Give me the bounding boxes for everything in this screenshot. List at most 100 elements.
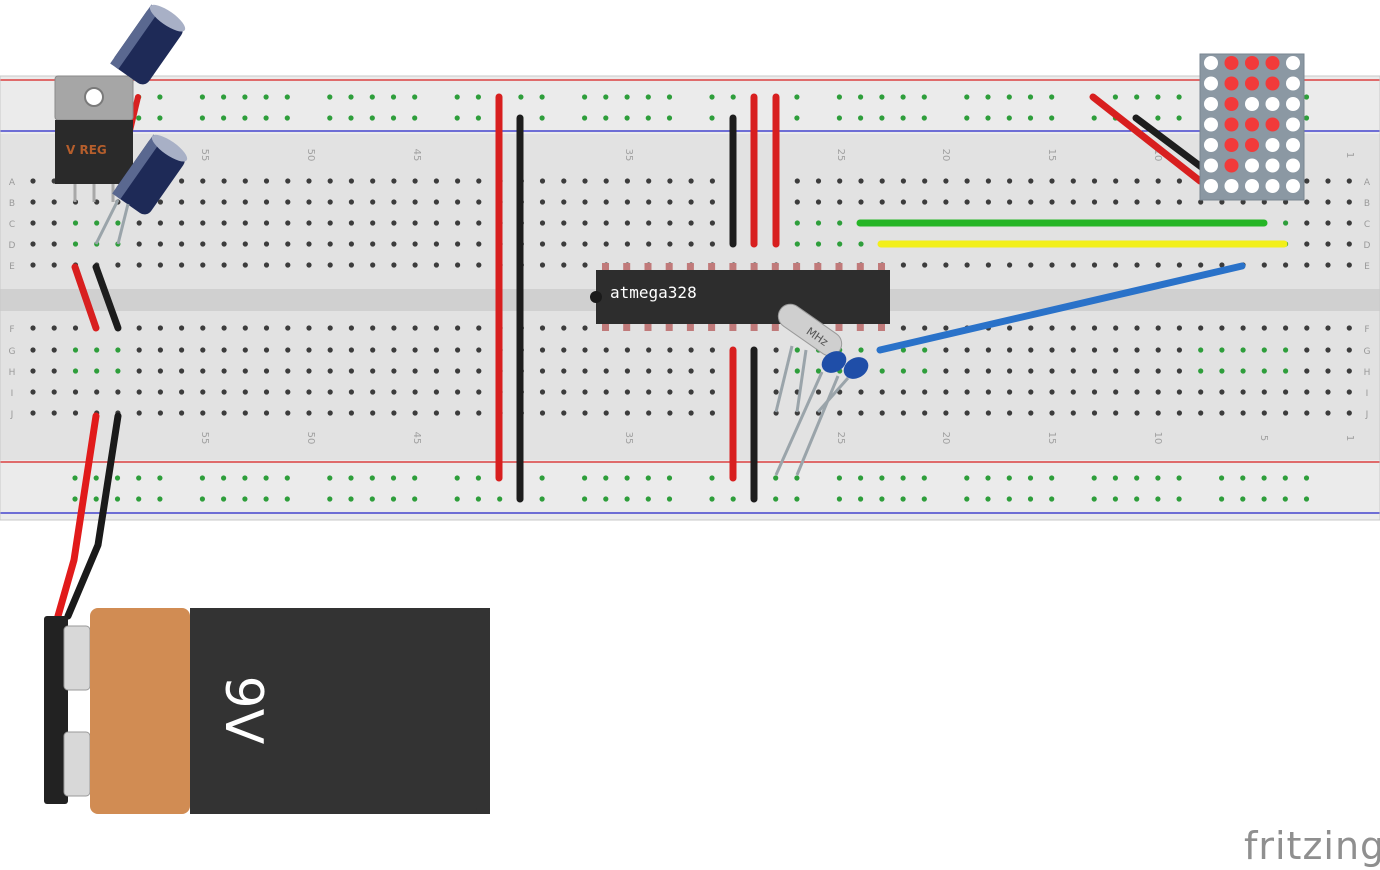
- rail-hole: [1282, 496, 1288, 502]
- breadboard-hole: [1198, 368, 1204, 374]
- breadboard-hole: [285, 389, 291, 395]
- breadboard-hole: [1198, 262, 1204, 268]
- breadboard-hole: [1346, 199, 1352, 205]
- breadboard-hole: [1091, 389, 1098, 395]
- rail-hole: [1282, 475, 1288, 481]
- breadboard-hole: [157, 199, 163, 205]
- breadboard-hole: [561, 241, 567, 247]
- column-number: 50: [305, 149, 316, 162]
- capacitor-top-body: [113, 7, 183, 85]
- breadboard-hole: [1240, 410, 1246, 416]
- breadboard-hole: [179, 410, 185, 416]
- column-number: 10: [1152, 149, 1163, 162]
- rail-hole: [199, 475, 205, 481]
- battery-body-cap: [476, 608, 490, 814]
- rail-hole: [900, 94, 906, 100]
- rail-hole: [475, 475, 481, 481]
- rail-hole: [1112, 475, 1118, 481]
- rail-hole: [1049, 94, 1055, 100]
- rail-hole: [157, 475, 163, 481]
- breadboard-hole: [263, 325, 270, 331]
- rail-hole: [369, 94, 375, 100]
- breadboard-hole: [794, 199, 800, 205]
- breadboard-hole: [30, 410, 36, 416]
- breadboard-hole: [263, 368, 270, 374]
- breadboard-hole: [837, 220, 843, 226]
- breadboard-hole: [646, 368, 652, 374]
- breadboard-hole: [1346, 241, 1352, 247]
- chip-pin-top: [729, 263, 737, 271]
- column-number: 50: [305, 432, 316, 445]
- breadboard-hole: [157, 368, 163, 374]
- matrix-led: [1245, 179, 1259, 193]
- breadboard-hole: [455, 199, 461, 205]
- breadboard-hole: [1028, 410, 1034, 416]
- rail-hole: [72, 475, 78, 481]
- breadboard-hole: [115, 262, 121, 268]
- rail-hole: [263, 496, 269, 502]
- breadboard-hole: [1070, 325, 1076, 331]
- rail-hole: [582, 94, 588, 100]
- row-letter-left: C: [9, 220, 15, 230]
- breadboard-hole: [136, 389, 142, 395]
- matrix-led: [1204, 117, 1218, 132]
- breadboard-hole: [1325, 368, 1331, 374]
- breadboard-hole: [1007, 178, 1013, 184]
- breadboard-hole: [242, 241, 248, 247]
- rail-hole: [879, 115, 885, 121]
- breadboard-hole: [1176, 389, 1182, 395]
- breadboard-hole: [306, 241, 312, 247]
- breadboard-hole: [370, 325, 376, 331]
- breadboard-hole: [709, 241, 716, 247]
- capacitor-bottom: [112, 134, 188, 215]
- rail-hole: [539, 496, 545, 502]
- breadboard-hole: [433, 389, 439, 395]
- rail-hole: [730, 496, 736, 502]
- chip-pin-top: [771, 263, 779, 271]
- breadboard-hole: [624, 199, 631, 205]
- matrix-led: [1224, 76, 1239, 91]
- breadboard-hole: [985, 347, 992, 353]
- rail-hole: [199, 115, 205, 121]
- breadboard-hole: [221, 368, 227, 374]
- breadboard-hole: [667, 389, 673, 395]
- battery-snap-bottom: [63, 731, 91, 797]
- breadboard-hole: [624, 368, 631, 374]
- breadboard-hole: [433, 220, 439, 226]
- rail-hole: [348, 496, 354, 502]
- breadboard-hole: [1028, 262, 1034, 268]
- breadboard-hole: [1007, 368, 1013, 374]
- breadboard-hole: [815, 199, 822, 205]
- breadboard-hole: [1070, 199, 1076, 205]
- breadboard-hole: [370, 262, 376, 268]
- breadboard-hole: [900, 347, 907, 353]
- breadboard-hole: [221, 199, 227, 205]
- breadboard-hole: [72, 325, 79, 331]
- breadboard-hole: [561, 178, 567, 184]
- breadboard-hole: [200, 347, 206, 353]
- breadboard-hole: [964, 347, 970, 353]
- row-letter-left: E: [9, 262, 15, 272]
- row-letter-right: D: [1364, 241, 1371, 251]
- breadboard-hole: [263, 389, 270, 395]
- rail-hole: [1027, 115, 1034, 121]
- breadboard-hole: [285, 325, 291, 331]
- breadboard-hole: [922, 347, 928, 353]
- column-number: 5: [1258, 435, 1269, 441]
- breadboard-hole: [412, 262, 418, 268]
- crystal: MHz: [774, 303, 843, 413]
- breadboard-hole: [348, 389, 354, 395]
- breadboard-hole: [327, 410, 333, 416]
- breadboard-hole: [1091, 325, 1098, 331]
- breadboard-hole: [624, 347, 631, 353]
- breadboard-hole: [879, 389, 885, 395]
- rail-hole: [794, 115, 800, 121]
- matrix-led: [1245, 138, 1259, 152]
- rail-hole: [242, 94, 248, 100]
- breadboard-hole: [539, 325, 546, 331]
- breadboard-hole: [221, 389, 227, 395]
- breadboard-hole: [1304, 199, 1310, 205]
- ceramic-leg-1: [774, 371, 824, 476]
- breadboard-hole: [1091, 178, 1098, 184]
